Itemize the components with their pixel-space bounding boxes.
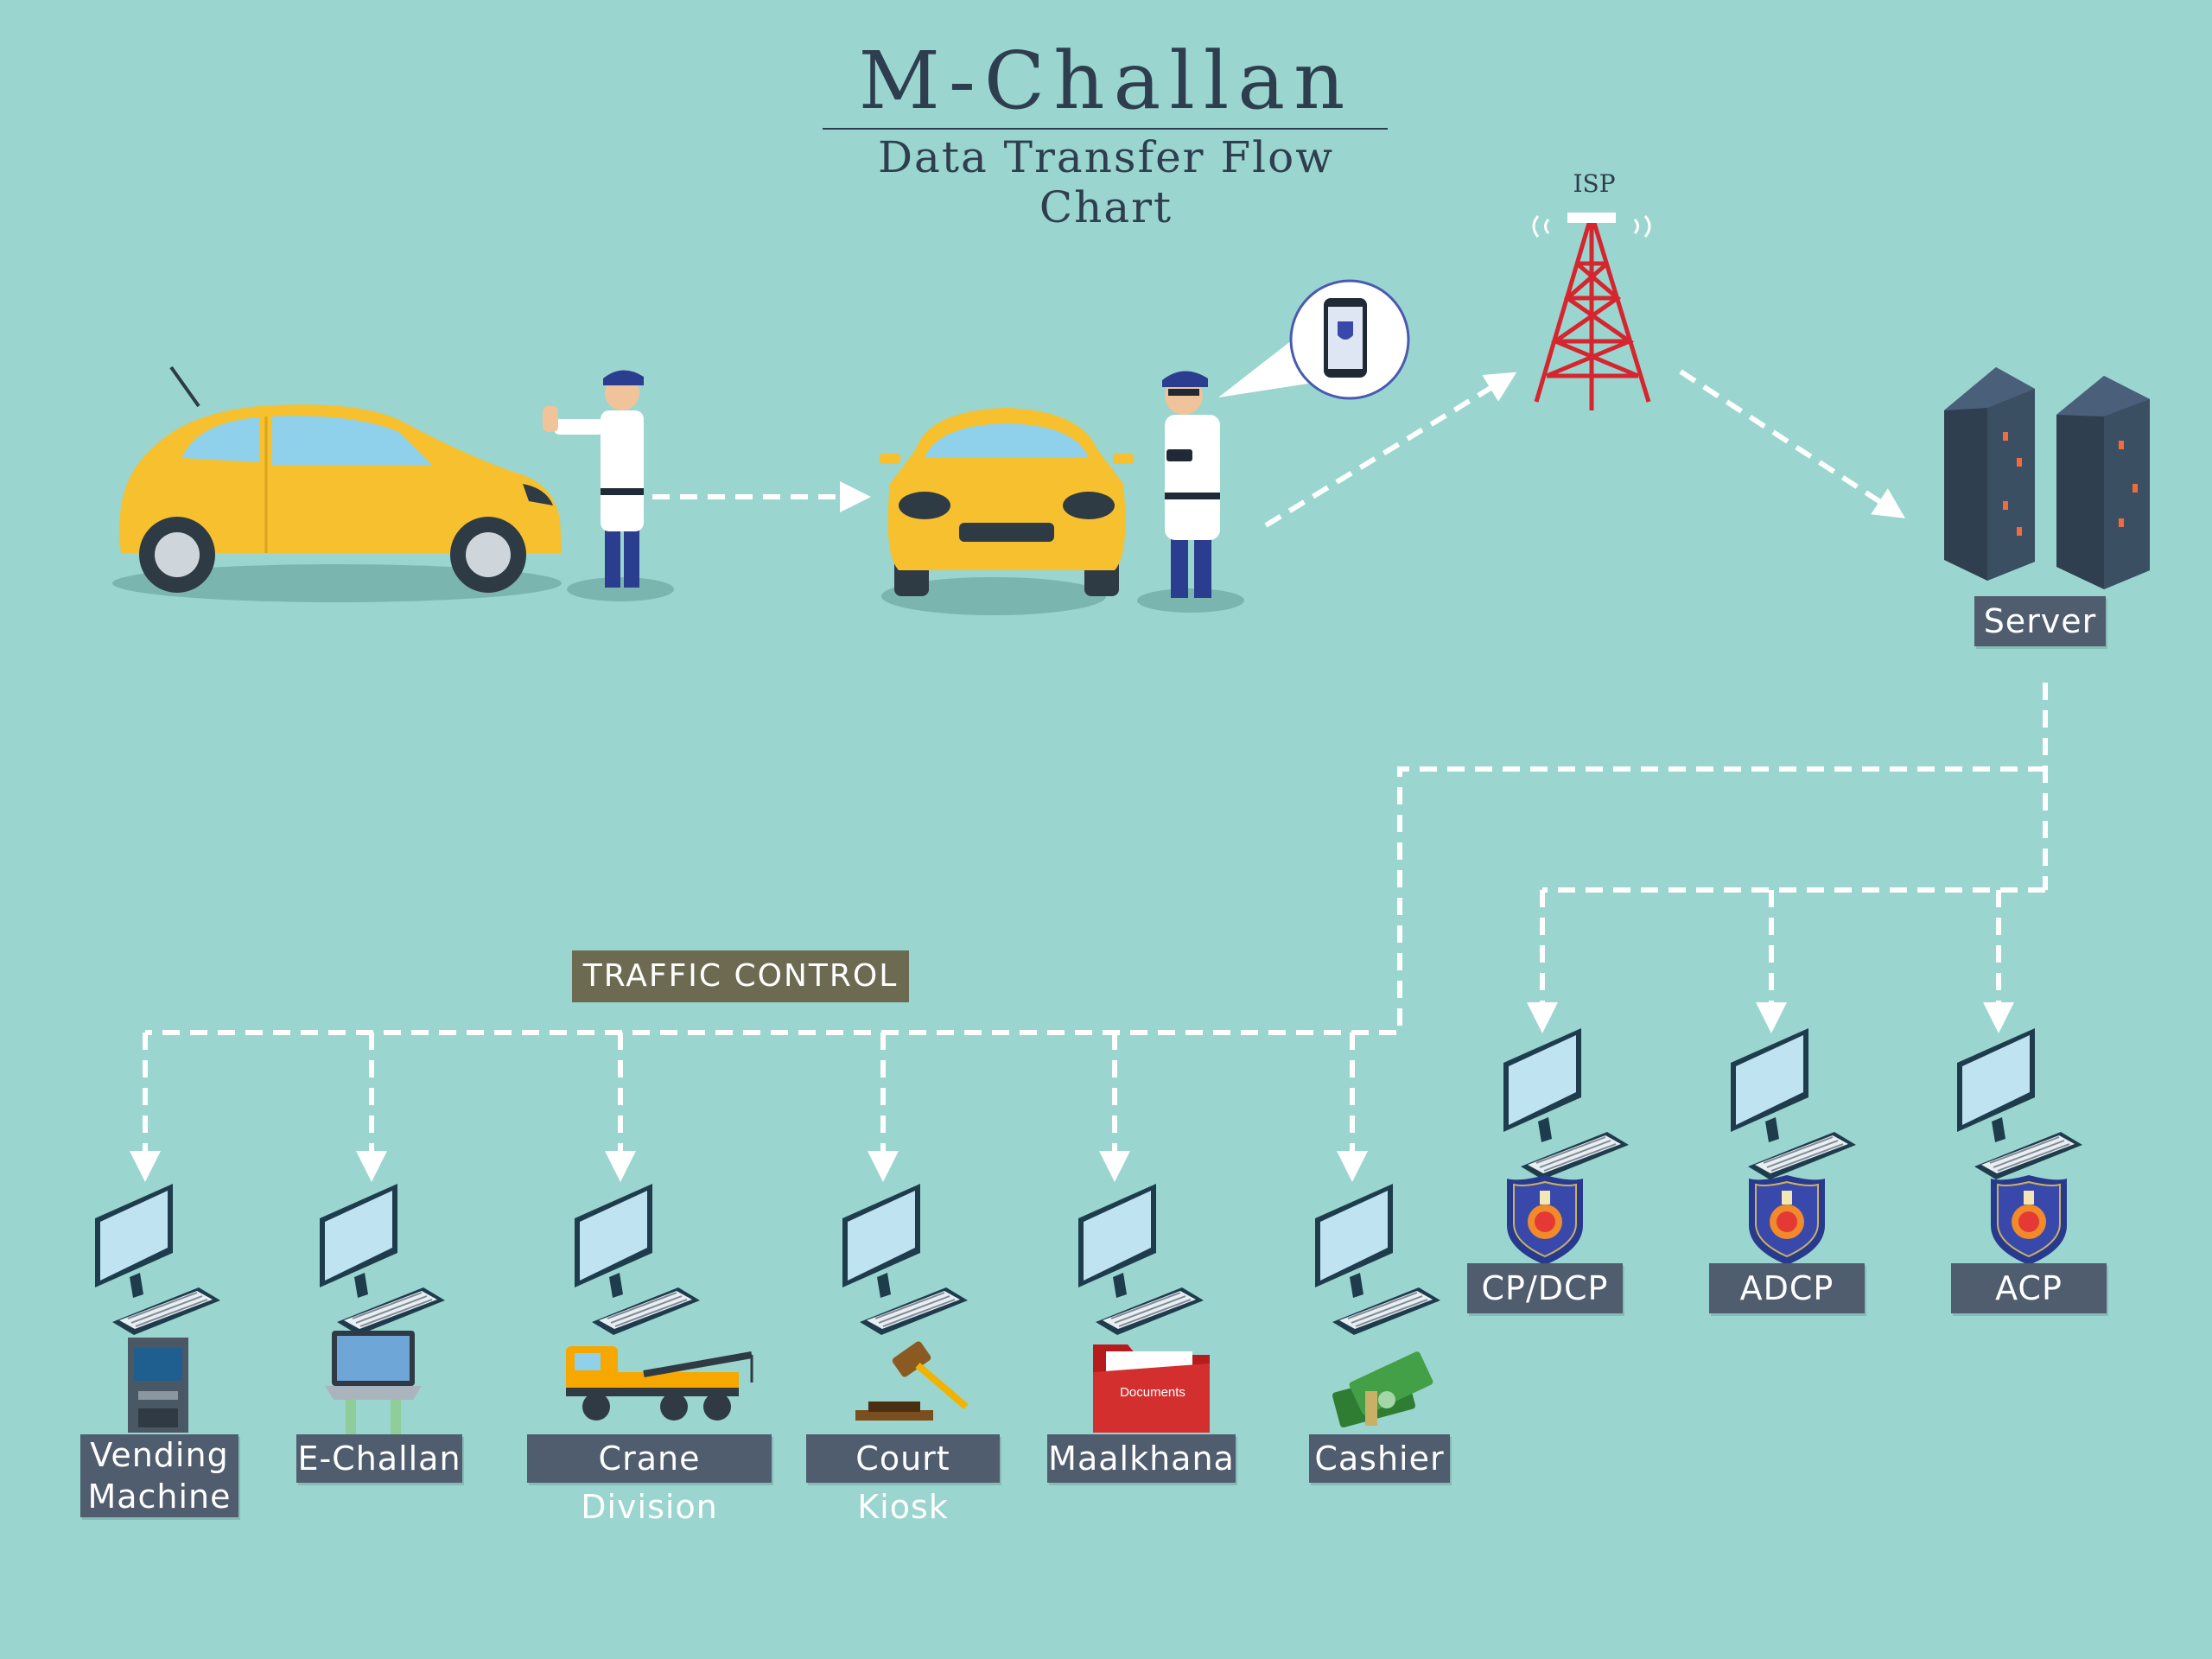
police-badge-icon-acp (1990, 1174, 2068, 1266)
computer-icon-cp-dcp (1503, 1027, 1630, 1180)
computer-icon-crane (574, 1183, 701, 1336)
dept-label-vending-machine: Vending Machine (80, 1434, 238, 1517)
officer-label-adcp: ADCP (1709, 1263, 1865, 1313)
server-icon (1944, 367, 2150, 589)
cash-stack-icon (1332, 1351, 1433, 1428)
computer-icon-adcp (1730, 1027, 1857, 1180)
traffic-control-label: TRAFFIC CONTROL (572, 950, 909, 1002)
dept-label-e-challan: E-Challan (296, 1434, 462, 1483)
isp-label: ISP (1573, 169, 1616, 198)
dept-label-cashier: Cashier (1309, 1434, 1450, 1483)
traffic-officer-stop-icon (543, 370, 674, 601)
computer-icon-cashier (1314, 1183, 1441, 1336)
documents-folder-icon: Documents (1093, 1344, 1210, 1433)
dept-label-maalkhana: Maalkhana (1047, 1434, 1236, 1483)
computer-icon-court (842, 1183, 969, 1336)
documents-folder-label: Documents (1120, 1385, 1185, 1400)
officer-label-cp-dcp: CP/DCP (1467, 1263, 1623, 1313)
title-divider (823, 128, 1388, 130)
dept-label-crane-division: Crane Division (527, 1434, 772, 1526)
front-car-icon (880, 408, 1134, 615)
laptop-typing-icon (325, 1331, 422, 1434)
officer-label-acp: ACP (1951, 1263, 2107, 1313)
side-car-icon (112, 365, 562, 602)
gavel-icon (855, 1341, 969, 1421)
flow-arrow-officer-to-isp (1264, 372, 1517, 528)
vending-label-line1: Vending (90, 1436, 229, 1474)
crane-truck-icon (566, 1346, 753, 1421)
isp-antenna-cap (1567, 213, 1616, 223)
page-subtitle: Data Transfer Flow Chart (877, 132, 1335, 232)
traffic-officer-phone-icon (1137, 279, 1410, 613)
computer-icon-maalkhana (1077, 1183, 1205, 1336)
police-badge-icon-adcp (1748, 1174, 1826, 1266)
server-label: Server (1974, 596, 2106, 646)
police-badge-icon-cp-dcp (1506, 1174, 1584, 1266)
page-title: M-Challan (858, 35, 1354, 127)
flow-arrow-isp-to-server (1679, 369, 1906, 518)
computer-icon-echallan (319, 1183, 446, 1336)
vending-label-line2: Machine (87, 1478, 232, 1516)
dept-label-court-kiosk: Court Kiosk (806, 1434, 1000, 1526)
computer-icon-acp (1956, 1027, 2083, 1180)
computer-icon-vending (94, 1183, 221, 1336)
isp-tower-icon (1532, 213, 1651, 410)
vending-machine-icon (128, 1338, 188, 1433)
traffic-control-bus (145, 766, 2045, 1035)
